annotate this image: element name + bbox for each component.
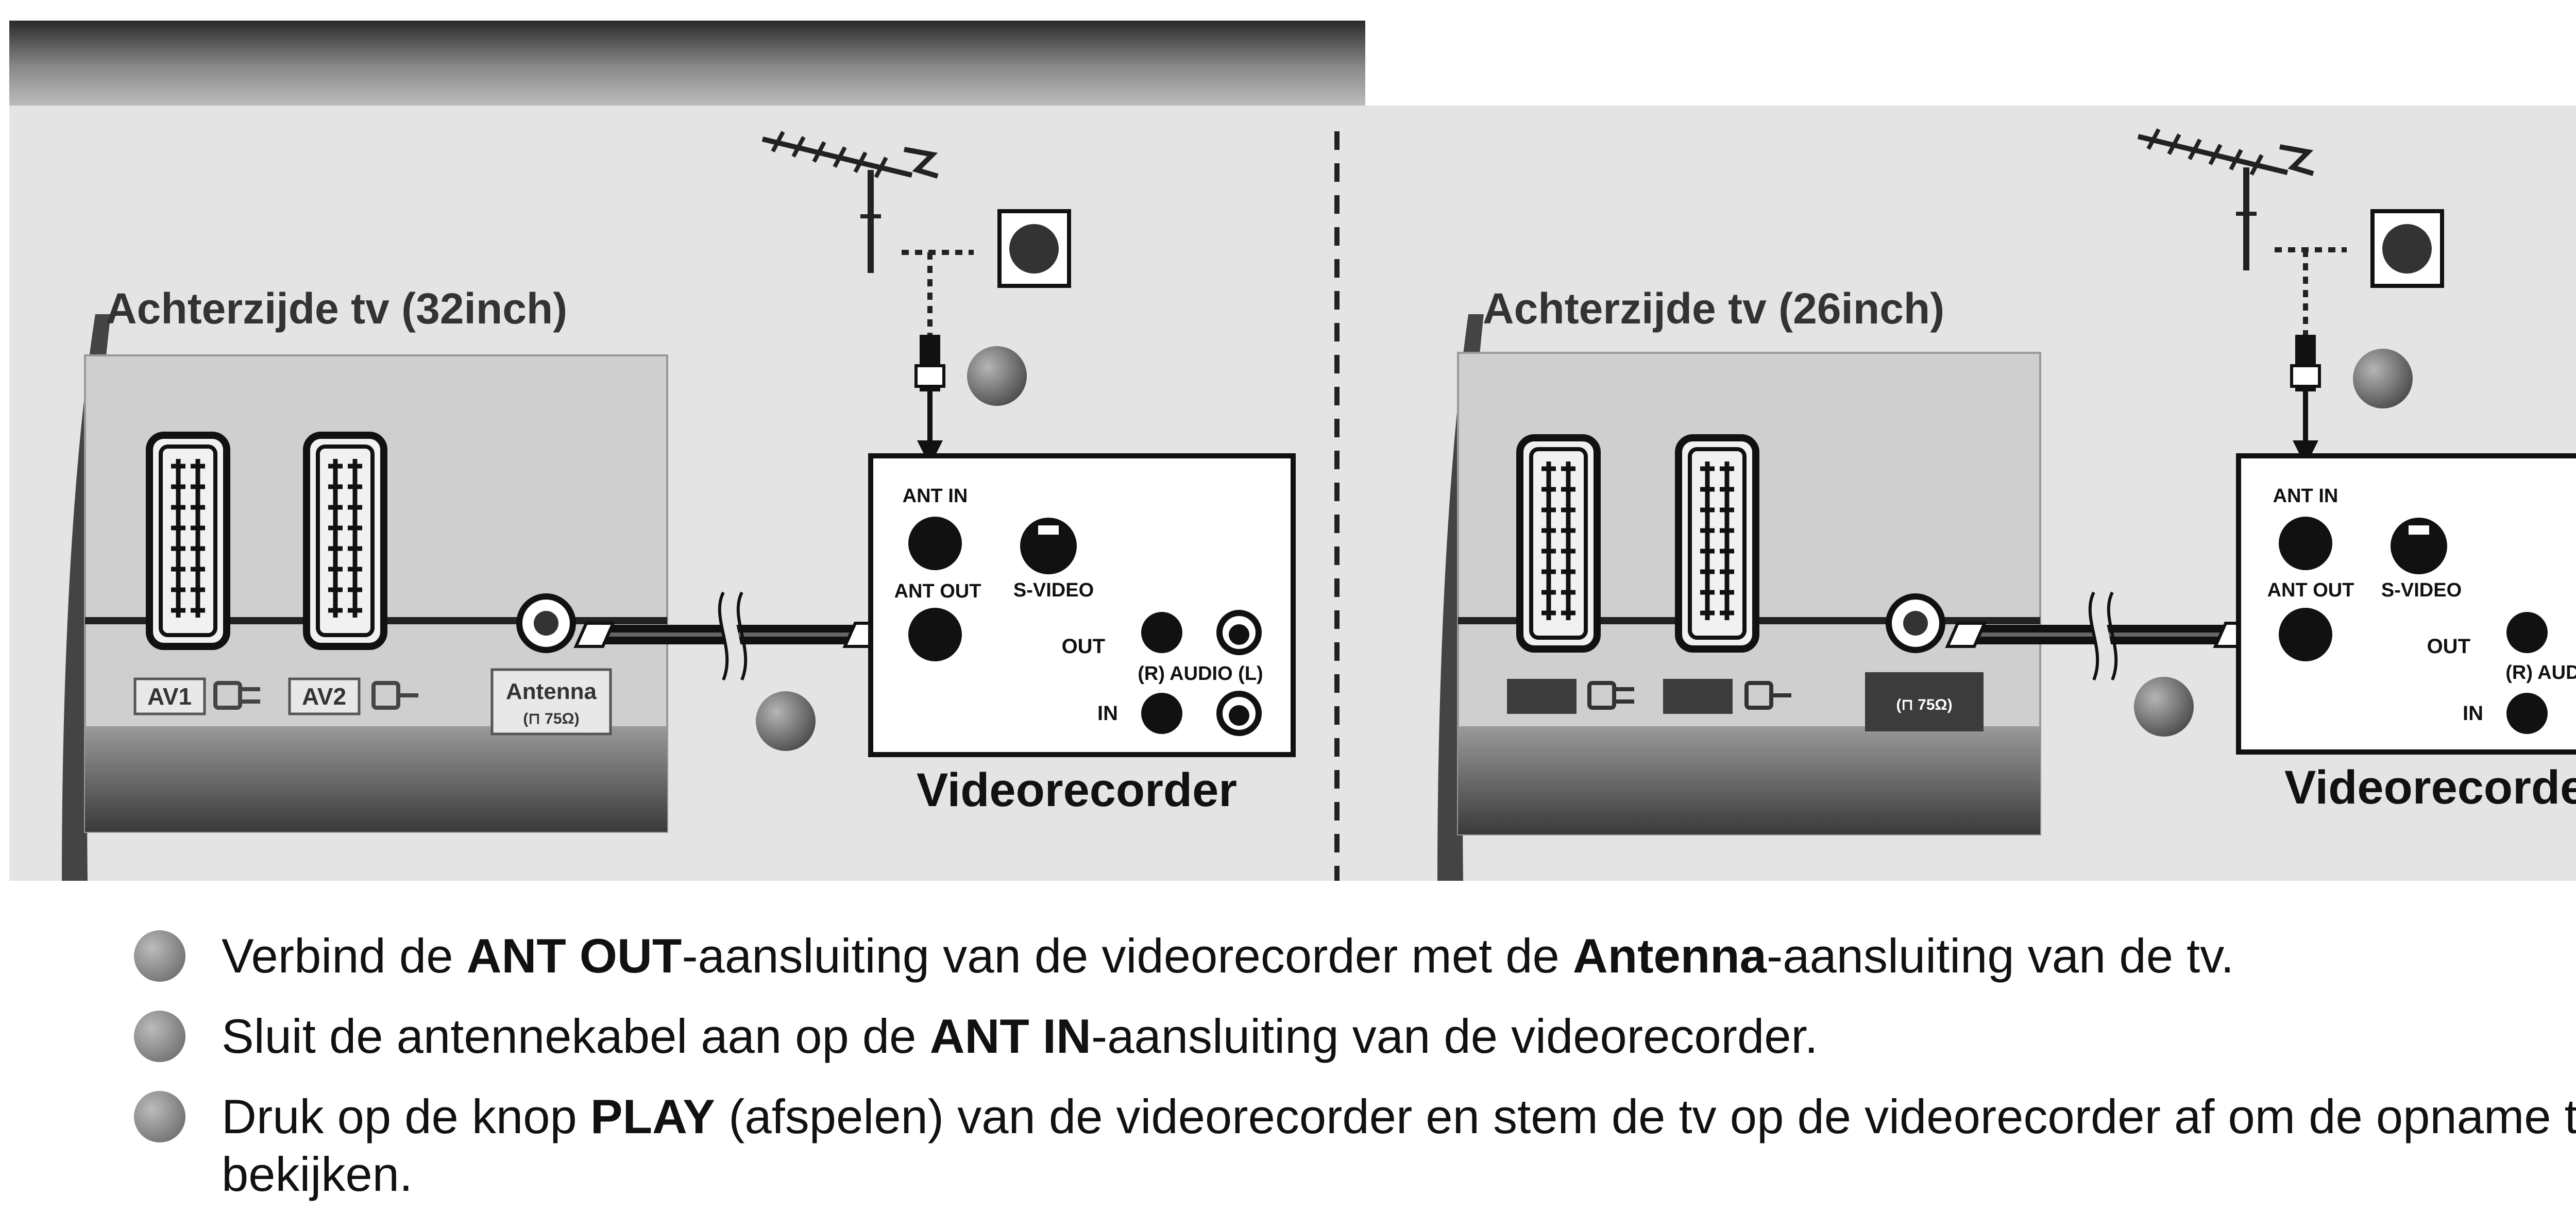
svg-text:S-VIDEO: S-VIDEO <box>1013 579 1094 601</box>
svg-text:(⊓ 75Ω): (⊓ 75Ω) <box>523 710 579 727</box>
vcr-left: ANT IN ANT OUT S-VIDEO OUT (R) AUDIO (L)… <box>868 453 1296 757</box>
scart-arrow-icon-4 <box>1744 681 1791 710</box>
svg-text:(R) AUDIO (L): (R) AUDIO (L) <box>1138 663 1263 685</box>
scart-arrow-icon <box>213 681 260 710</box>
svg-text:IN: IN <box>2463 702 2483 725</box>
vcr-name-right: Videorecorder <box>2284 761 2576 814</box>
wall-socket-left <box>997 209 1071 288</box>
tv-title-left: Achterzijde tv (32inch) <box>106 284 567 333</box>
header-bar <box>9 21 1365 106</box>
rf-cable-right <box>1945 589 2255 682</box>
s-video-socket-icon <box>1020 518 1077 574</box>
svg-text:Antenna: Antenna <box>506 679 597 704</box>
tv-back-bottom-left <box>85 726 667 832</box>
vcr-right: ANT IN ANT OUT S-VIDEO OUT (R) AUDIO (L)… <box>2236 453 2576 755</box>
svg-text:S-VIDEO: S-VIDEO <box>2381 579 2462 601</box>
antenna-plug-right <box>2290 335 2321 466</box>
svg-text:AV2: AV2 <box>302 683 346 710</box>
antenna-label-block-right: (⊓ 75Ω) <box>1865 672 1984 731</box>
tv-antenna-socket-right <box>1886 593 1945 653</box>
svg-text:ANT IN: ANT IN <box>903 485 968 507</box>
svg-text:ANT OUT: ANT OUT <box>894 580 981 602</box>
step-marker-2-right <box>2353 349 2413 408</box>
rf-cable-left <box>573 589 885 682</box>
av2-label-block-right <box>1663 679 1733 714</box>
av1-label-box: AV1 <box>133 677 206 715</box>
step-marker-icon <box>134 1011 185 1062</box>
svg-text:IN: IN <box>1097 702 1118 725</box>
scart-arrow-icon-2 <box>371 681 418 710</box>
antenna-label-box: Antenna (⊓ 75Ω) <box>490 668 612 736</box>
tv-back-bottom-right <box>1458 726 2040 834</box>
step-marker-1-left <box>756 691 816 751</box>
scart-av2-right <box>1679 438 1756 649</box>
antenna-plug-left <box>914 335 945 466</box>
step-marker-icon <box>134 930 185 982</box>
instruction-step-1: Verbind de ANT OUT-aansluiting van de vi… <box>134 927 2576 985</box>
instruction-steps: Verbind de ANT OUT-aansluiting van de vi… <box>134 927 2576 1226</box>
wall-socket-right <box>2370 209 2444 288</box>
av2-label-box: AV2 <box>288 677 361 715</box>
right-panel: Achterzijde tv (26inch) (⊓ 75Ω) <box>1437 129 2576 881</box>
av1-label-block-right <box>1507 679 1577 714</box>
left-panel: Achterzijde tv (32inch) AV1 AV2 Antenna … <box>62 132 1296 881</box>
tv-antenna-socket-left <box>516 593 576 653</box>
scart-av1-right <box>1520 438 1597 649</box>
scart-arrow-icon-3 <box>1587 681 1634 710</box>
scart-av1-left <box>149 435 227 646</box>
svg-text:(R) AUDIO (L): (R) AUDIO (L) <box>2505 662 2576 684</box>
step-marker-1-right <box>2134 677 2194 737</box>
svg-text:ANT OUT: ANT OUT <box>2267 579 2354 601</box>
tv-title-right: Achterzijde tv (26inch) <box>1483 284 1944 333</box>
step-marker-2-left <box>967 346 1027 406</box>
instruction-step-2: Sluit de antennekabel aan op de ANT IN-a… <box>134 1007 2576 1065</box>
svg-text:ANT IN: ANT IN <box>2273 485 2338 507</box>
svg-text:OUT: OUT <box>2427 635 2470 658</box>
vcr-name-left: Videorecorder <box>917 764 1237 816</box>
svg-text:AV1: AV1 <box>147 683 192 710</box>
step-marker-icon <box>134 1091 185 1142</box>
svg-text:(⊓ 75Ω): (⊓ 75Ω) <box>1896 696 1952 713</box>
instruction-step-3: Druk op de knop PLAY (afspelen) van de v… <box>134 1088 2576 1203</box>
s-video-socket-icon-right <box>2391 518 2447 574</box>
svg-text:OUT: OUT <box>1062 635 1105 658</box>
scart-av2-left <box>307 435 384 646</box>
